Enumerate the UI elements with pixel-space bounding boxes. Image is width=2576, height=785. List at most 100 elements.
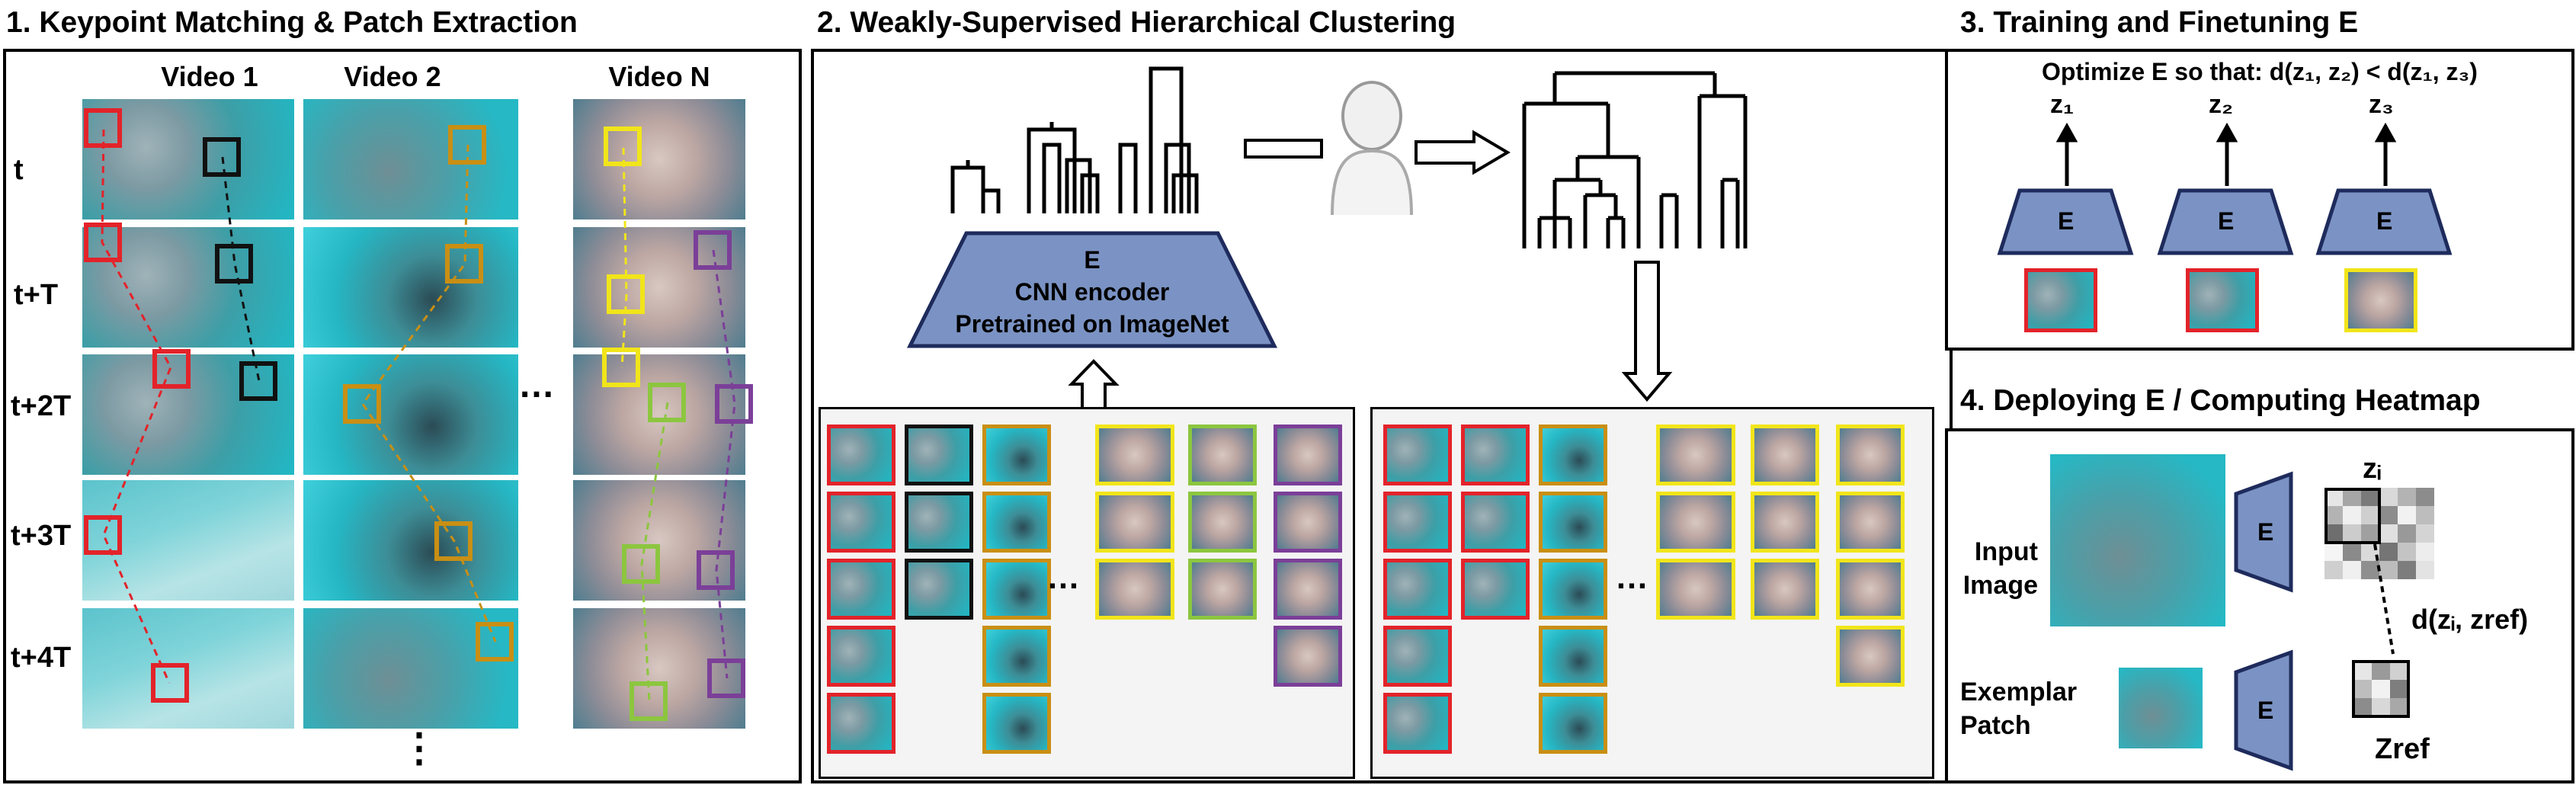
input-label-line1: Input <box>1974 537 2038 566</box>
track-line-yellow <box>620 147 628 368</box>
patch-black <box>905 425 973 485</box>
patch-purple <box>1274 559 1342 620</box>
patch-yellow <box>1836 492 1905 553</box>
frame-vn-t4 <box>573 608 745 729</box>
cnn-encoder-label: E CNN encoder Pretrained on ImageNet <box>905 244 1279 340</box>
exemplar-patch-label: Exemplar Patch <box>1960 675 2077 742</box>
deploy-encoder-e-input: E <box>2257 518 2274 546</box>
dendrogram-after <box>1522 71 1748 248</box>
keypoint-box-red <box>84 108 122 148</box>
keypoint-box-red <box>84 515 122 555</box>
patch-yellow <box>1836 425 1905 485</box>
deploy-encoder-input <box>2234 471 2293 593</box>
keypoint-box-red <box>84 223 122 262</box>
patch-gold <box>982 693 1051 754</box>
cnn-encoder-trapezoid <box>906 231 1278 348</box>
encoder-name-label: CNN encoder <box>1014 278 1170 306</box>
patch-gold <box>982 492 1051 553</box>
keypoint-box-gold <box>476 622 514 662</box>
keypoint-box-purple <box>694 230 732 270</box>
up-arrow-icon <box>1068 359 1120 410</box>
z2-label: z₂ <box>2209 90 2234 119</box>
siamese-encoders <box>1997 188 2453 255</box>
patches-ellipsis: … <box>1046 559 1080 596</box>
encoder-e-3: E <box>2376 207 2393 235</box>
patch-yellow <box>1656 425 1735 485</box>
input-image <box>2050 454 2225 626</box>
column-header-video-2: Video 2 <box>344 61 441 92</box>
patch-gold <box>982 425 1051 485</box>
arrow-to-clusters-icon <box>1415 130 1511 175</box>
patch-yellow <box>1656 492 1735 553</box>
patch-yellow <box>1095 559 1174 620</box>
track-line-black <box>221 156 261 382</box>
row-label-t-plus-T: t+T <box>14 279 59 311</box>
patches-unclustered: … <box>819 407 1355 779</box>
patch-red <box>1383 626 1452 687</box>
patch-red <box>827 693 896 754</box>
optimization-objective: Optimize E so that: d(z₁, z₂) < d(z₁, z₃… <box>2042 58 2478 85</box>
keypoint-box-red <box>152 349 191 389</box>
zi-label: zᵢ <box>2363 453 2382 485</box>
exemplar-label-line2: Patch <box>1960 711 2031 740</box>
input-label-line2: Image <box>1962 571 2038 600</box>
patch-red <box>1383 693 1452 754</box>
patch-gold <box>982 626 1051 687</box>
patch-yellow <box>1836 559 1905 620</box>
dendrogram-before <box>950 66 1199 213</box>
patch-yellow <box>1751 492 1819 553</box>
row-label-t-plus-3T: t+3T <box>11 520 72 552</box>
bar-to-human <box>1244 139 1323 159</box>
encoder-pretrained-label: Pretrained on ImageNet <box>955 310 1229 338</box>
patch-red <box>827 626 896 687</box>
patch-red <box>1383 559 1452 620</box>
frame-vn-t1 <box>573 227 745 348</box>
patch-black <box>905 559 973 620</box>
keypoint-box-black <box>203 137 241 177</box>
panel2-title: 2. Weakly-Supervised Hierarchical Cluste… <box>817 6 1456 39</box>
patch-gold <box>1539 693 1607 754</box>
negative-patch <box>2344 268 2417 332</box>
encoder-e-2: E <box>2218 207 2235 235</box>
distance-label: d(zᵢ, zref) <box>2411 604 2529 635</box>
row-label-t-plus-4T: t+4T <box>11 642 72 674</box>
z1-label: z₁ <box>2050 90 2075 119</box>
keypoint-box-gold <box>434 521 473 561</box>
patch-red <box>827 559 896 620</box>
keypoint-box-yellow <box>602 348 640 387</box>
patch-red <box>827 492 896 553</box>
keypoint-box-red <box>151 663 189 703</box>
track-line-gold <box>361 144 497 642</box>
patch-gold <box>982 559 1051 620</box>
patches-clustered: … <box>1370 407 1934 779</box>
track-line-red <box>101 129 172 684</box>
keypoint-box-yellow <box>607 274 645 314</box>
keypoint-box-green <box>648 383 686 422</box>
distance-connector <box>2373 543 2395 655</box>
row-label-t-plus-2T: t+2T <box>11 390 72 422</box>
patch-green <box>1188 559 1257 620</box>
patch-red <box>1383 492 1452 553</box>
human-annotator-icon <box>1331 81 1413 215</box>
frame-v2-t2 <box>303 354 518 475</box>
keypoint-box-gold <box>448 125 486 165</box>
z3-label: z₃ <box>2369 90 2394 119</box>
exemplar-patch <box>2119 668 2203 748</box>
encoder-e-label: E <box>1084 246 1101 274</box>
keypoint-box-gold <box>343 384 381 424</box>
keypoint-box-purple <box>707 658 745 698</box>
patch-red <box>1461 559 1530 620</box>
keypoint-box-green <box>630 681 668 721</box>
patch-yellow <box>1095 425 1174 485</box>
frame-v2-t4 <box>303 608 518 729</box>
keypoint-box-gold <box>445 244 483 284</box>
frame-vn-t <box>573 99 745 219</box>
patch-yellow <box>1751 559 1819 620</box>
deploy-encoder-e-exemplar: E <box>2257 697 2274 724</box>
input-image-label: Input Image <box>1962 535 2038 602</box>
anchor-patch <box>2024 268 2097 332</box>
keypoint-box-yellow <box>604 127 642 166</box>
keypoint-box-green <box>622 544 660 584</box>
patch-yellow <box>1751 425 1819 485</box>
keypoint-track-lines <box>101 129 736 702</box>
